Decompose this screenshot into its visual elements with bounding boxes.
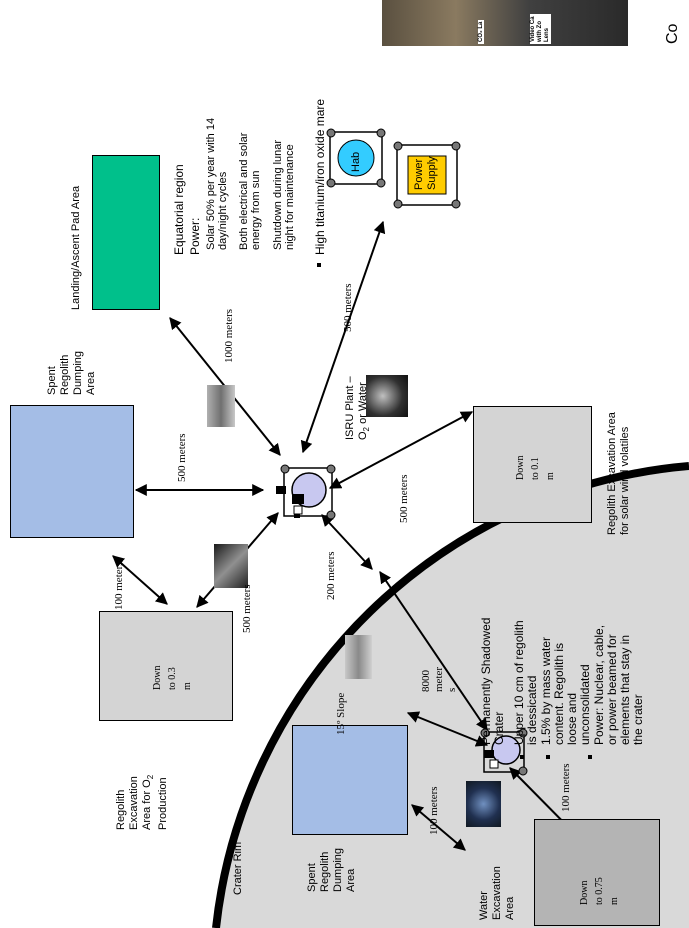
crater-item-2: 1.5% by mass water content. Regolith is … [539, 636, 592, 745]
distance-label: 100 meters [560, 763, 572, 812]
excavator-photo [366, 375, 408, 417]
edge-text: Co [664, 23, 681, 44]
equatorial-item-1: Solar 50% per year with 14 day/night cyc… [205, 117, 229, 250]
bullet-square [317, 263, 321, 267]
arrow-crater-edge-to-crater-plant [379, 571, 488, 731]
spent-regolith-label-top: Spent Regolith Dumping Area [46, 350, 97, 395]
distance-label: 100 meters [428, 786, 440, 835]
power-supply-label: Power Supply [413, 156, 438, 190]
landing-pad-area [92, 155, 160, 310]
equatorial-item-3: Shutdown during lunar night for maintena… [272, 139, 296, 250]
distance-label: 1000 meters [223, 308, 235, 363]
distance-label: 500 meters [342, 283, 354, 332]
bullet-square [588, 755, 592, 759]
distance-label: 500 meters [241, 584, 253, 633]
equatorial-item-2: Both electrical and solar energy from su… [238, 132, 262, 250]
distance-label: 500 meters [176, 433, 188, 482]
crater-title: Permanently Shadowed Crater [479, 617, 506, 745]
arrow-plant-to-solar-area [328, 411, 474, 489]
bucket-wheel-photo [214, 544, 248, 588]
regolith-solar-area [473, 406, 592, 523]
co2-laser-label: CO₂ La [478, 19, 484, 44]
bullet-square [520, 755, 524, 759]
equipment-photo [382, 0, 628, 46]
arrow-plant-to-hab [300, 220, 386, 454]
crater-rim-label: Crater Rim [232, 841, 244, 895]
equatorial-title: Equatorial region [172, 164, 186, 255]
crater-item-1: Upper 10 cm of regolith is dessicated [512, 620, 539, 745]
hab-module-icon [326, 128, 386, 188]
isru-plant-label: ISRU Plant – O2 or Water [344, 376, 372, 440]
rover-photo-slope [345, 635, 372, 679]
regolith-o2-area [99, 611, 233, 721]
distance-label: 8000 meter s [420, 666, 458, 692]
spent-regolith-area-crater [292, 725, 408, 835]
arrow-o2-area-to-spent [112, 555, 168, 605]
distance-label: 500 meters [398, 474, 410, 523]
power-supply-icon [393, 141, 461, 209]
down-075-area [534, 819, 660, 926]
isru-plant-icon [276, 464, 336, 520]
crater-plant-icon [480, 728, 528, 776]
regolith-o2-label: Regolith Excavation Area for O2 Producti… [115, 774, 170, 830]
landing-area-label: Landing/Ascent Pad Area [70, 185, 82, 310]
regolith-solar-label: Regolith Excavation Area for solar wind … [606, 412, 631, 535]
arrow-spent-to-water [411, 804, 466, 851]
water-excavator-photo [466, 781, 501, 827]
water-excavation-label: Water Excavation Area [478, 866, 516, 920]
crater-item-3: Power: Nuclear, cable, or power beamed f… [592, 624, 645, 745]
down-03-label: Down to 0.3 m [152, 665, 193, 690]
arrow-crater-spent-to-plant [406, 711, 489, 747]
video-camera-label: Video Ca with Zo Lens [530, 14, 551, 44]
bullet-square [546, 755, 550, 759]
hab-label: Hab [350, 151, 362, 172]
equatorial-power-label: Power: [188, 217, 202, 255]
spent-regolith-label-crater: Spent Regolith Dumping Area [306, 847, 357, 892]
arrow-plant-to-crater [321, 514, 373, 570]
down-01-label: Down to 0.1 m [515, 455, 556, 480]
distance-label: 100 meters [113, 561, 125, 610]
rover-photo [207, 385, 235, 427]
equatorial-mare: High titanium/iron oxide mare [313, 98, 327, 255]
distance-label: 200 meters [325, 551, 337, 600]
down-075-label: Down to 0.75 m [579, 877, 620, 905]
spent-regolith-area-top [10, 405, 134, 538]
slope-label: 15º Slope [335, 692, 347, 735]
